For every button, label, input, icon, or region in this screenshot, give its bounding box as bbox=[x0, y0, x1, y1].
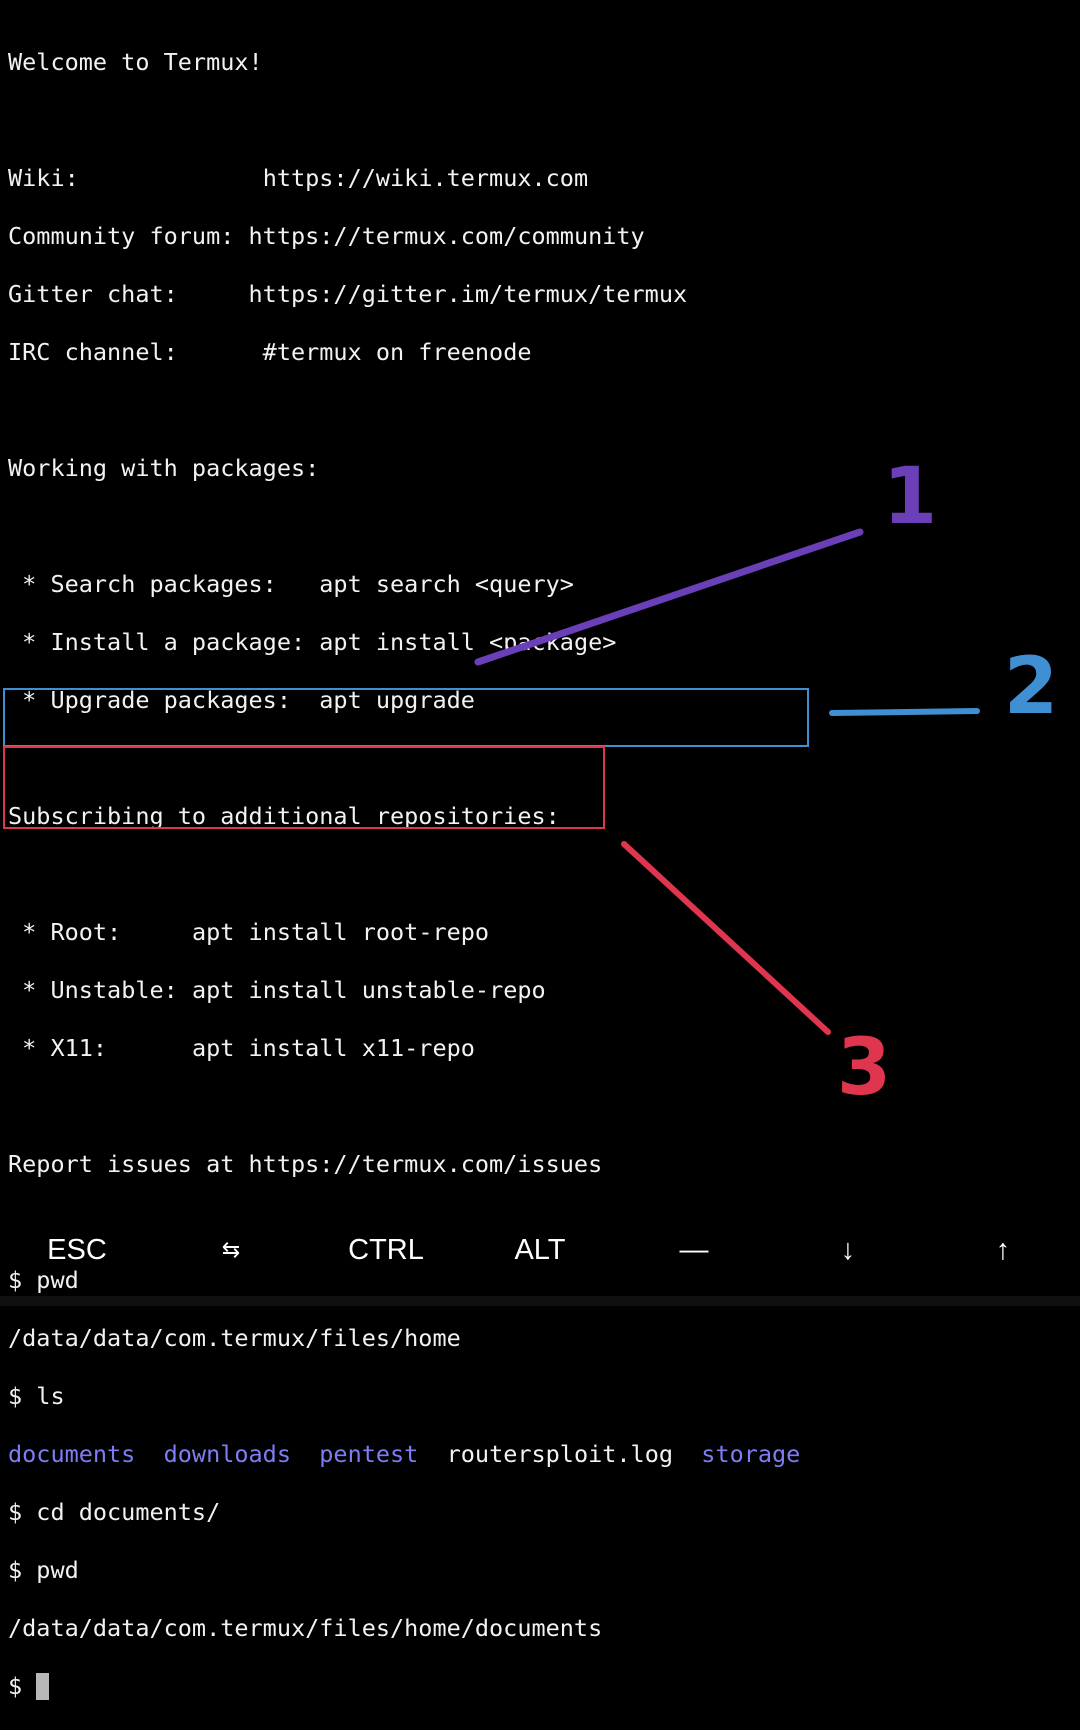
up-arrow-key[interactable]: ↑ bbox=[995, 1234, 1011, 1266]
extra-keys-bar: ESC ⇆ CTRL ALT — ↓ ↑ bbox=[0, 1218, 1080, 1282]
output-pwd-2: /data/data/com.termux/files/home/documen… bbox=[8, 1614, 603, 1642]
root-line: * Root: apt install root-repo bbox=[8, 918, 800, 947]
unstable-line: * Unstable: apt install unstable-repo bbox=[8, 976, 800, 1005]
x11-cmd: apt install x11-repo bbox=[191, 1034, 475, 1062]
esc-key[interactable]: ESC bbox=[47, 1234, 107, 1266]
forum-line: Community forum: https://termux.com/comm… bbox=[8, 222, 800, 251]
search-cmd: apt search <query> bbox=[319, 570, 574, 598]
text-cursor bbox=[36, 1673, 50, 1700]
ls-entry-pentest: pentest bbox=[319, 1440, 419, 1468]
bottom-strip bbox=[0, 1296, 1080, 1306]
prompt: $ bbox=[8, 1672, 37, 1700]
welcome-line: Welcome to Termux! bbox=[8, 48, 263, 76]
prompt-line[interactable]: $ bbox=[8, 1672, 800, 1701]
gitter-url: https://gitter.im/termux/termux bbox=[248, 280, 688, 308]
install-label: * Install a package: bbox=[22, 628, 306, 656]
wiki-label: Wiki: bbox=[8, 164, 79, 192]
cmd-ls: $ ls bbox=[8, 1382, 65, 1410]
cd-highlight-box bbox=[3, 746, 605, 829]
root-cmd: apt install root-repo bbox=[191, 918, 490, 946]
irc-value: #termux on freenode bbox=[262, 338, 532, 366]
ls-entry-log: routersploit.log bbox=[446, 1440, 673, 1468]
annotation-layer: 1 2 3 bbox=[474, 452, 1058, 1113]
ls-entry-downloads: downloads bbox=[163, 1440, 291, 1468]
search-label: * Search packages: bbox=[22, 570, 277, 598]
dash-key[interactable]: — bbox=[679, 1234, 709, 1266]
wiki-url: https://wiki.termux.com bbox=[262, 164, 589, 192]
irc-label: IRC channel: bbox=[8, 338, 178, 366]
ls-output: documents downloads pentest routersploit… bbox=[8, 1440, 800, 1469]
cmd-pwd-1: $ pwd bbox=[8, 1266, 79, 1294]
ls-entry-storage: storage bbox=[701, 1440, 801, 1468]
gitter-line: Gitter chat: https://gitter.im/termux/te… bbox=[8, 280, 800, 309]
forum-label: Community forum: bbox=[8, 222, 235, 250]
cmd-cd: $ cd documents/ bbox=[8, 1498, 221, 1526]
x11-line: * X11: apt install x11-repo bbox=[8, 1034, 800, 1063]
search-line: * Search packages: apt search <query> bbox=[8, 570, 800, 599]
gitter-label: Gitter chat: bbox=[8, 280, 178, 308]
tab-key[interactable]: ⇆ bbox=[221, 1237, 241, 1262]
ctrl-key[interactable]: CTRL bbox=[348, 1234, 424, 1266]
annotation-number-1: 1 bbox=[883, 452, 937, 542]
unstable-cmd: apt install unstable-repo bbox=[191, 976, 546, 1004]
upgrade-label: * Upgrade packages: bbox=[22, 686, 291, 714]
unstable-label: * Unstable: bbox=[22, 976, 178, 1004]
repos-heading: Subscribing to additional repositories: bbox=[8, 802, 560, 830]
x11-label: * X11: bbox=[22, 1034, 108, 1062]
report-line: Report issues at https://termux.com/issu… bbox=[8, 1150, 603, 1178]
upgrade-cmd: apt upgrade bbox=[319, 686, 475, 714]
ls-entry-documents: documents bbox=[8, 1440, 136, 1468]
down-arrow-key[interactable]: ↓ bbox=[840, 1234, 856, 1266]
upgrade-line: * Upgrade packages: apt upgrade bbox=[8, 686, 800, 715]
packages-heading: Working with packages: bbox=[8, 454, 320, 482]
irc-line: IRC channel: #termux on freenode bbox=[8, 338, 800, 367]
root-label: * Root: bbox=[22, 918, 122, 946]
cmd-pwd-2: $ pwd bbox=[8, 1556, 79, 1584]
wiki-line: Wiki: https://wiki.termux.com bbox=[8, 164, 800, 193]
annotation-arrow-1 bbox=[474, 528, 864, 666]
annotation-arrow-2 bbox=[829, 708, 980, 716]
annotation-arrow-3 bbox=[621, 841, 831, 1035]
annotation-number-2: 2 bbox=[1004, 642, 1058, 732]
forum-url: https://termux.com/community bbox=[248, 222, 645, 250]
output-pwd-1: /data/data/com.termux/files/home bbox=[8, 1324, 461, 1352]
alt-key[interactable]: ALT bbox=[514, 1234, 566, 1266]
annotation-number-3: 3 bbox=[837, 1023, 891, 1113]
